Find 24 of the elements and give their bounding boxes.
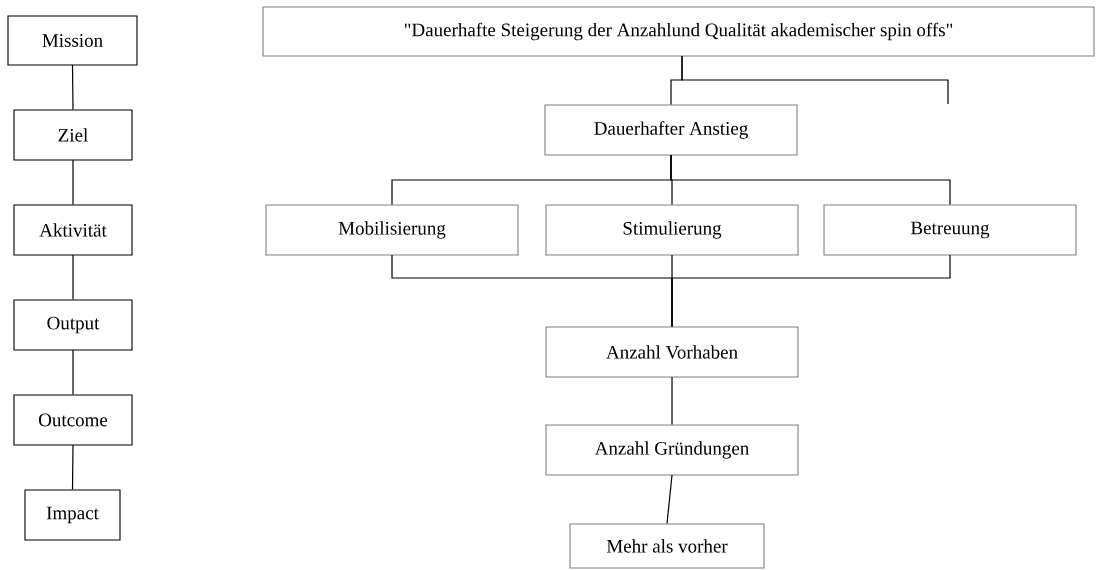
- text-box: Mission: [7, 15, 138, 66]
- connector-line: [72, 349, 74, 396]
- connector-line: [670, 154, 951, 206]
- connector-line: [671, 254, 951, 328]
- text-box: Ziel: [13, 109, 133, 161]
- connector-line: [71, 444, 74, 491]
- connector-line: [72, 254, 74, 301]
- connector-line: [681, 55, 949, 105]
- text-box: Betreuung: [823, 204, 1077, 256]
- text-box: Mobilisierung: [265, 204, 519, 256]
- text-box: Impact: [24, 489, 121, 541]
- text-box: Output: [13, 299, 133, 351]
- text-box: Stimulierung: [545, 204, 799, 256]
- text-box: Anzahl Gründungen: [545, 424, 799, 476]
- text-box: Aktivität: [13, 204, 133, 256]
- text-box: Anzahl Vorhaben: [545, 326, 799, 378]
- text-box: Outcome: [13, 394, 133, 446]
- connector-line: [671, 376, 673, 426]
- text-box: Dauerhafter Anstieg: [544, 104, 798, 156]
- connector-line: [72, 159, 74, 206]
- text-box: "Dauerhafte Steigerung der Anzahlund Qualität akademischer spin offs": [262, 6, 1095, 57]
- text-box: Mehr als vorher: [569, 523, 765, 569]
- connector-line: [71, 64, 74, 111]
- connector-line: [666, 474, 673, 525]
